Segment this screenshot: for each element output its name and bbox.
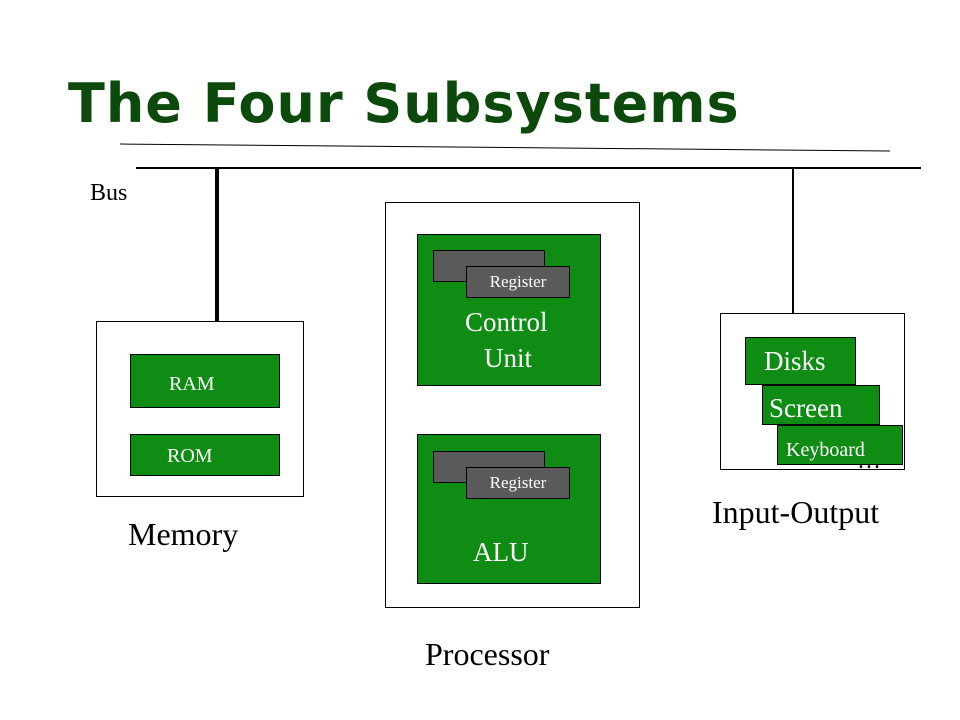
io-bus-connector: [792, 168, 794, 321]
ram-block: RAM: [130, 354, 280, 408]
io-device-screen: Screen: [762, 385, 880, 425]
alu-block: Register ALU: [417, 434, 601, 584]
control-unit-label-line2: Unit: [484, 343, 533, 373]
processor-label: Processor: [425, 636, 550, 672]
rom-block: ROM: [130, 434, 280, 476]
io-label: Input-Output: [712, 494, 880, 530]
io-device-keyboard: Keyboard: [777, 425, 903, 465]
title-underline: [119, 143, 891, 152]
rom-label: ROM: [167, 445, 213, 467]
bus-line: [136, 167, 921, 169]
io-ellipsis: …: [857, 448, 881, 474]
slide-title: The Four Subsystems: [68, 72, 740, 135]
control-unit-label-line1: Control: [465, 307, 548, 337]
memory-label: Memory: [128, 516, 239, 552]
control-unit-block: Register Control Unit: [417, 234, 601, 386]
processor-box: Register Control Unit Register ALU: [385, 202, 640, 608]
alu-register: Register: [466, 467, 570, 499]
io-device-keyboard-label: Keyboard: [786, 439, 865, 461]
bus-label: Bus: [90, 180, 128, 206]
alu-label: ALU: [473, 537, 529, 567]
control-unit-register: Register: [466, 266, 570, 298]
io-device-disks-label: Disks: [764, 346, 826, 376]
io-device-disks: Disks: [745, 337, 856, 385]
memory-bus-connector: [215, 168, 219, 321]
ram-label: RAM: [169, 373, 215, 395]
io-device-screen-label: Screen: [769, 393, 843, 423]
memory-box: RAM ROM: [96, 321, 304, 497]
